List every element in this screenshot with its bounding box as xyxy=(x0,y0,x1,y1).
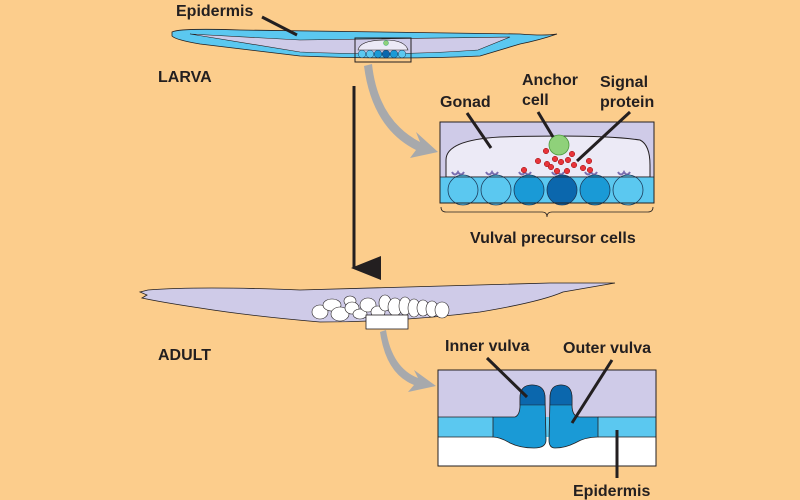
vpc-cell xyxy=(480,174,512,206)
vulval-precursor-cells-label: Vulval precursor cells xyxy=(470,230,636,247)
larva-inset xyxy=(439,121,655,218)
vpc-cell xyxy=(546,174,578,206)
inner-vulva-label: Inner vulva xyxy=(445,338,530,355)
vulval-precursor-cells xyxy=(447,174,644,206)
epidermis-label-top: Epidermis xyxy=(176,3,253,20)
gonad xyxy=(445,135,651,178)
vpc-cell xyxy=(513,174,545,206)
zoom-arrow-adult xyxy=(380,330,436,392)
signal-proteins xyxy=(520,147,594,175)
zoom-arrow-larva xyxy=(364,64,438,158)
anchor-cell xyxy=(548,134,570,156)
vpc-cell xyxy=(579,174,611,206)
larva-vpc-row xyxy=(357,49,407,59)
anchor-cell-pointer xyxy=(536,111,555,138)
anchor-cell-label-2: cell xyxy=(522,92,549,109)
signal-protein-pointer xyxy=(575,110,632,163)
adult-zoom-box xyxy=(365,314,409,330)
outer-vulva-pointer xyxy=(570,359,614,424)
larva-zoom-box xyxy=(354,37,412,63)
outer-vulva-label: Outer vulva xyxy=(563,340,651,357)
vpc-cell xyxy=(612,174,644,206)
inner-vulva-pointer xyxy=(485,356,529,399)
gonad-pointer xyxy=(465,112,493,149)
epidermis-pointer-top xyxy=(261,15,298,37)
larva-label: LARVA xyxy=(158,69,212,86)
signal-protein-label-1: Signal xyxy=(600,74,648,91)
receptors xyxy=(451,170,631,176)
adult-worm xyxy=(138,282,616,330)
gonad-label: Gonad xyxy=(440,94,491,111)
signal-protein-label-2: protein xyxy=(600,94,654,111)
vpc-cell xyxy=(447,174,479,206)
adult-inset xyxy=(437,369,657,467)
brace xyxy=(440,206,654,218)
epidermis-label-bottom: Epidermis xyxy=(573,483,650,500)
anchor-cell-label-1: Anchor xyxy=(522,72,578,89)
eggs xyxy=(311,294,450,322)
larva-worm xyxy=(171,28,558,63)
adult-label: ADULT xyxy=(158,347,211,364)
